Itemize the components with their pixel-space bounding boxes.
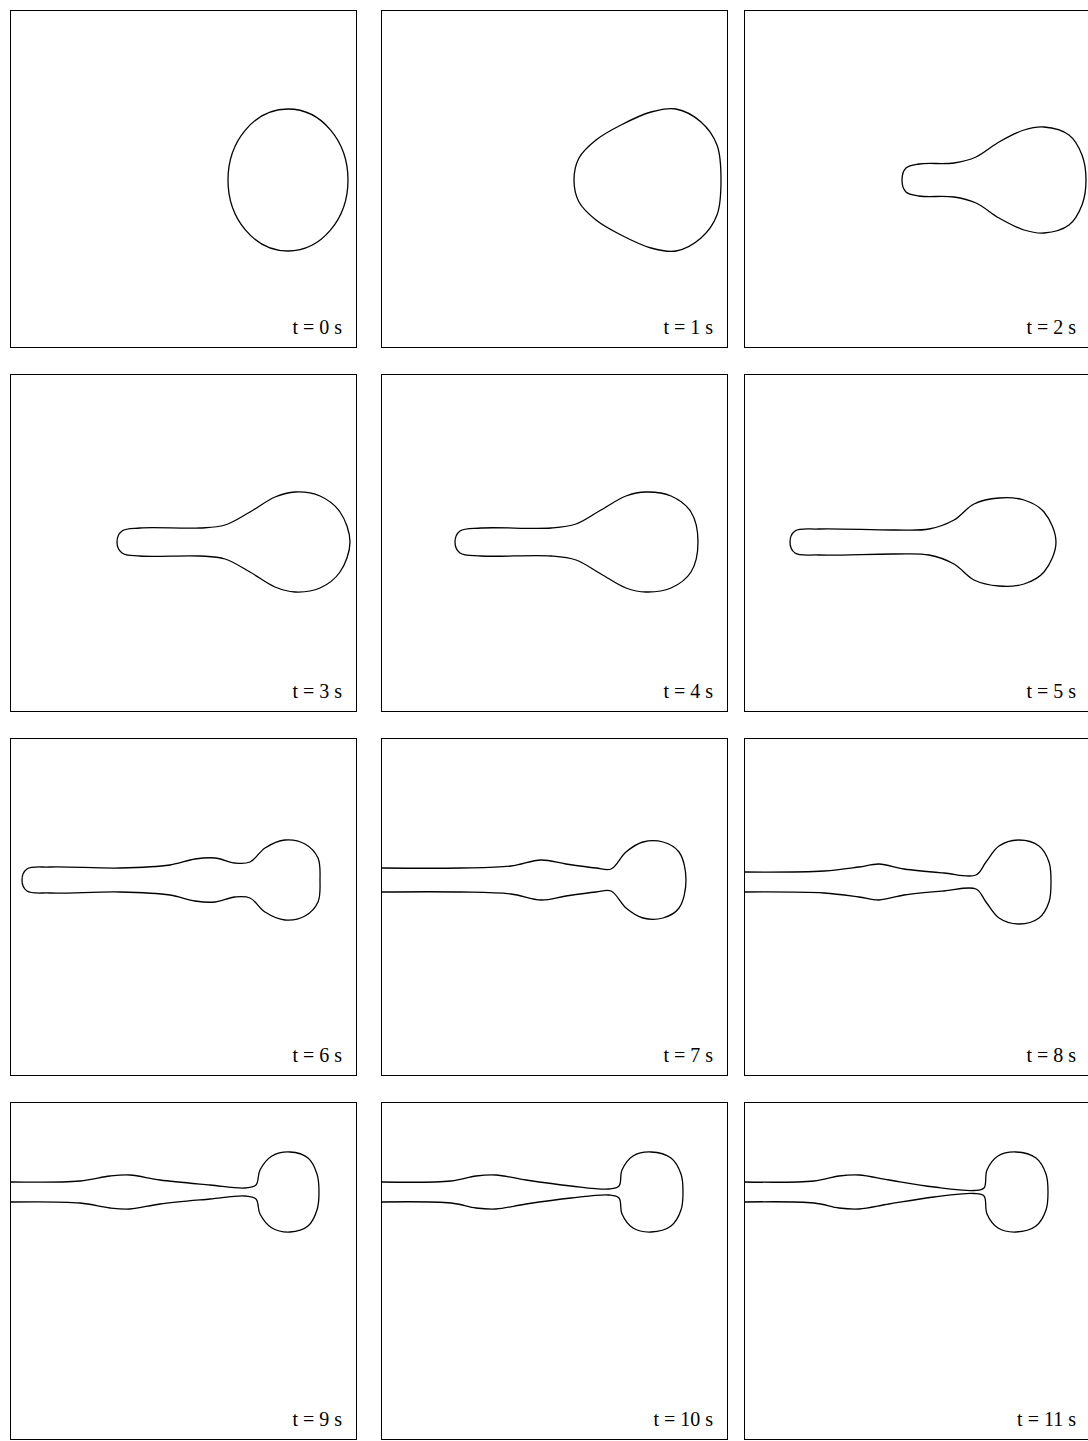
frame-panel: t = 7 s bbox=[381, 738, 728, 1076]
frame-drawing bbox=[11, 1152, 319, 1232]
frame-drawing bbox=[745, 1152, 1048, 1232]
time-label: t = 1 s bbox=[661, 316, 715, 339]
time-label: t = 2 s bbox=[1024, 316, 1078, 339]
drop-outline bbox=[790, 498, 1056, 587]
frame-drawing bbox=[382, 1152, 683, 1232]
frame-panel: t = 6 s bbox=[10, 738, 357, 1076]
drop-outline bbox=[745, 840, 1051, 924]
frame-panel: t = 2 s bbox=[744, 10, 1088, 348]
drop-outline bbox=[455, 492, 698, 592]
frame-panel: t = 1 s bbox=[381, 10, 728, 348]
frame-panel: t = 9 s bbox=[10, 1102, 357, 1440]
frame-drawing bbox=[902, 127, 1086, 233]
time-label: t = 0 s bbox=[290, 316, 344, 339]
time-label: t = 4 s bbox=[661, 680, 715, 703]
frame-drawing bbox=[228, 109, 348, 251]
drop-outline bbox=[117, 492, 350, 592]
time-label: t = 7 s bbox=[661, 1044, 715, 1067]
frame-drawing bbox=[790, 498, 1056, 587]
frame-drawing bbox=[574, 109, 721, 252]
drop-outline bbox=[228, 109, 348, 251]
drop-outline bbox=[11, 1152, 319, 1232]
time-label: t = 5 s bbox=[1024, 680, 1078, 703]
drop-outline bbox=[902, 127, 1086, 233]
frame-drawing bbox=[22, 840, 320, 920]
drop-outline bbox=[745, 1152, 1048, 1232]
frame-drawing bbox=[455, 492, 698, 592]
time-label: t = 6 s bbox=[290, 1044, 344, 1067]
frame-panel: t = 8 s bbox=[744, 738, 1088, 1076]
frame-panel: t = 4 s bbox=[381, 374, 728, 712]
frame-drawing bbox=[382, 841, 686, 920]
time-label: t = 9 s bbox=[290, 1408, 344, 1431]
time-label: t = 3 s bbox=[290, 680, 344, 703]
frame-panel: t = 5 s bbox=[744, 374, 1088, 712]
frame-panel: t = 0 s bbox=[10, 10, 357, 348]
frame-panel: t = 11 s bbox=[744, 1102, 1088, 1440]
time-label: t = 10 s bbox=[651, 1408, 715, 1431]
drop-outline bbox=[382, 1152, 683, 1232]
frame-panel: t = 10 s bbox=[381, 1102, 728, 1440]
frame-panel: t = 3 s bbox=[10, 374, 357, 712]
time-label: t = 11 s bbox=[1015, 1408, 1078, 1431]
frame-drawing bbox=[745, 840, 1051, 924]
drop-outline bbox=[382, 841, 686, 920]
drop-outline bbox=[574, 109, 721, 252]
frame-drawing bbox=[117, 492, 350, 592]
drop-outline bbox=[22, 840, 320, 920]
time-label: t = 8 s bbox=[1024, 1044, 1078, 1067]
